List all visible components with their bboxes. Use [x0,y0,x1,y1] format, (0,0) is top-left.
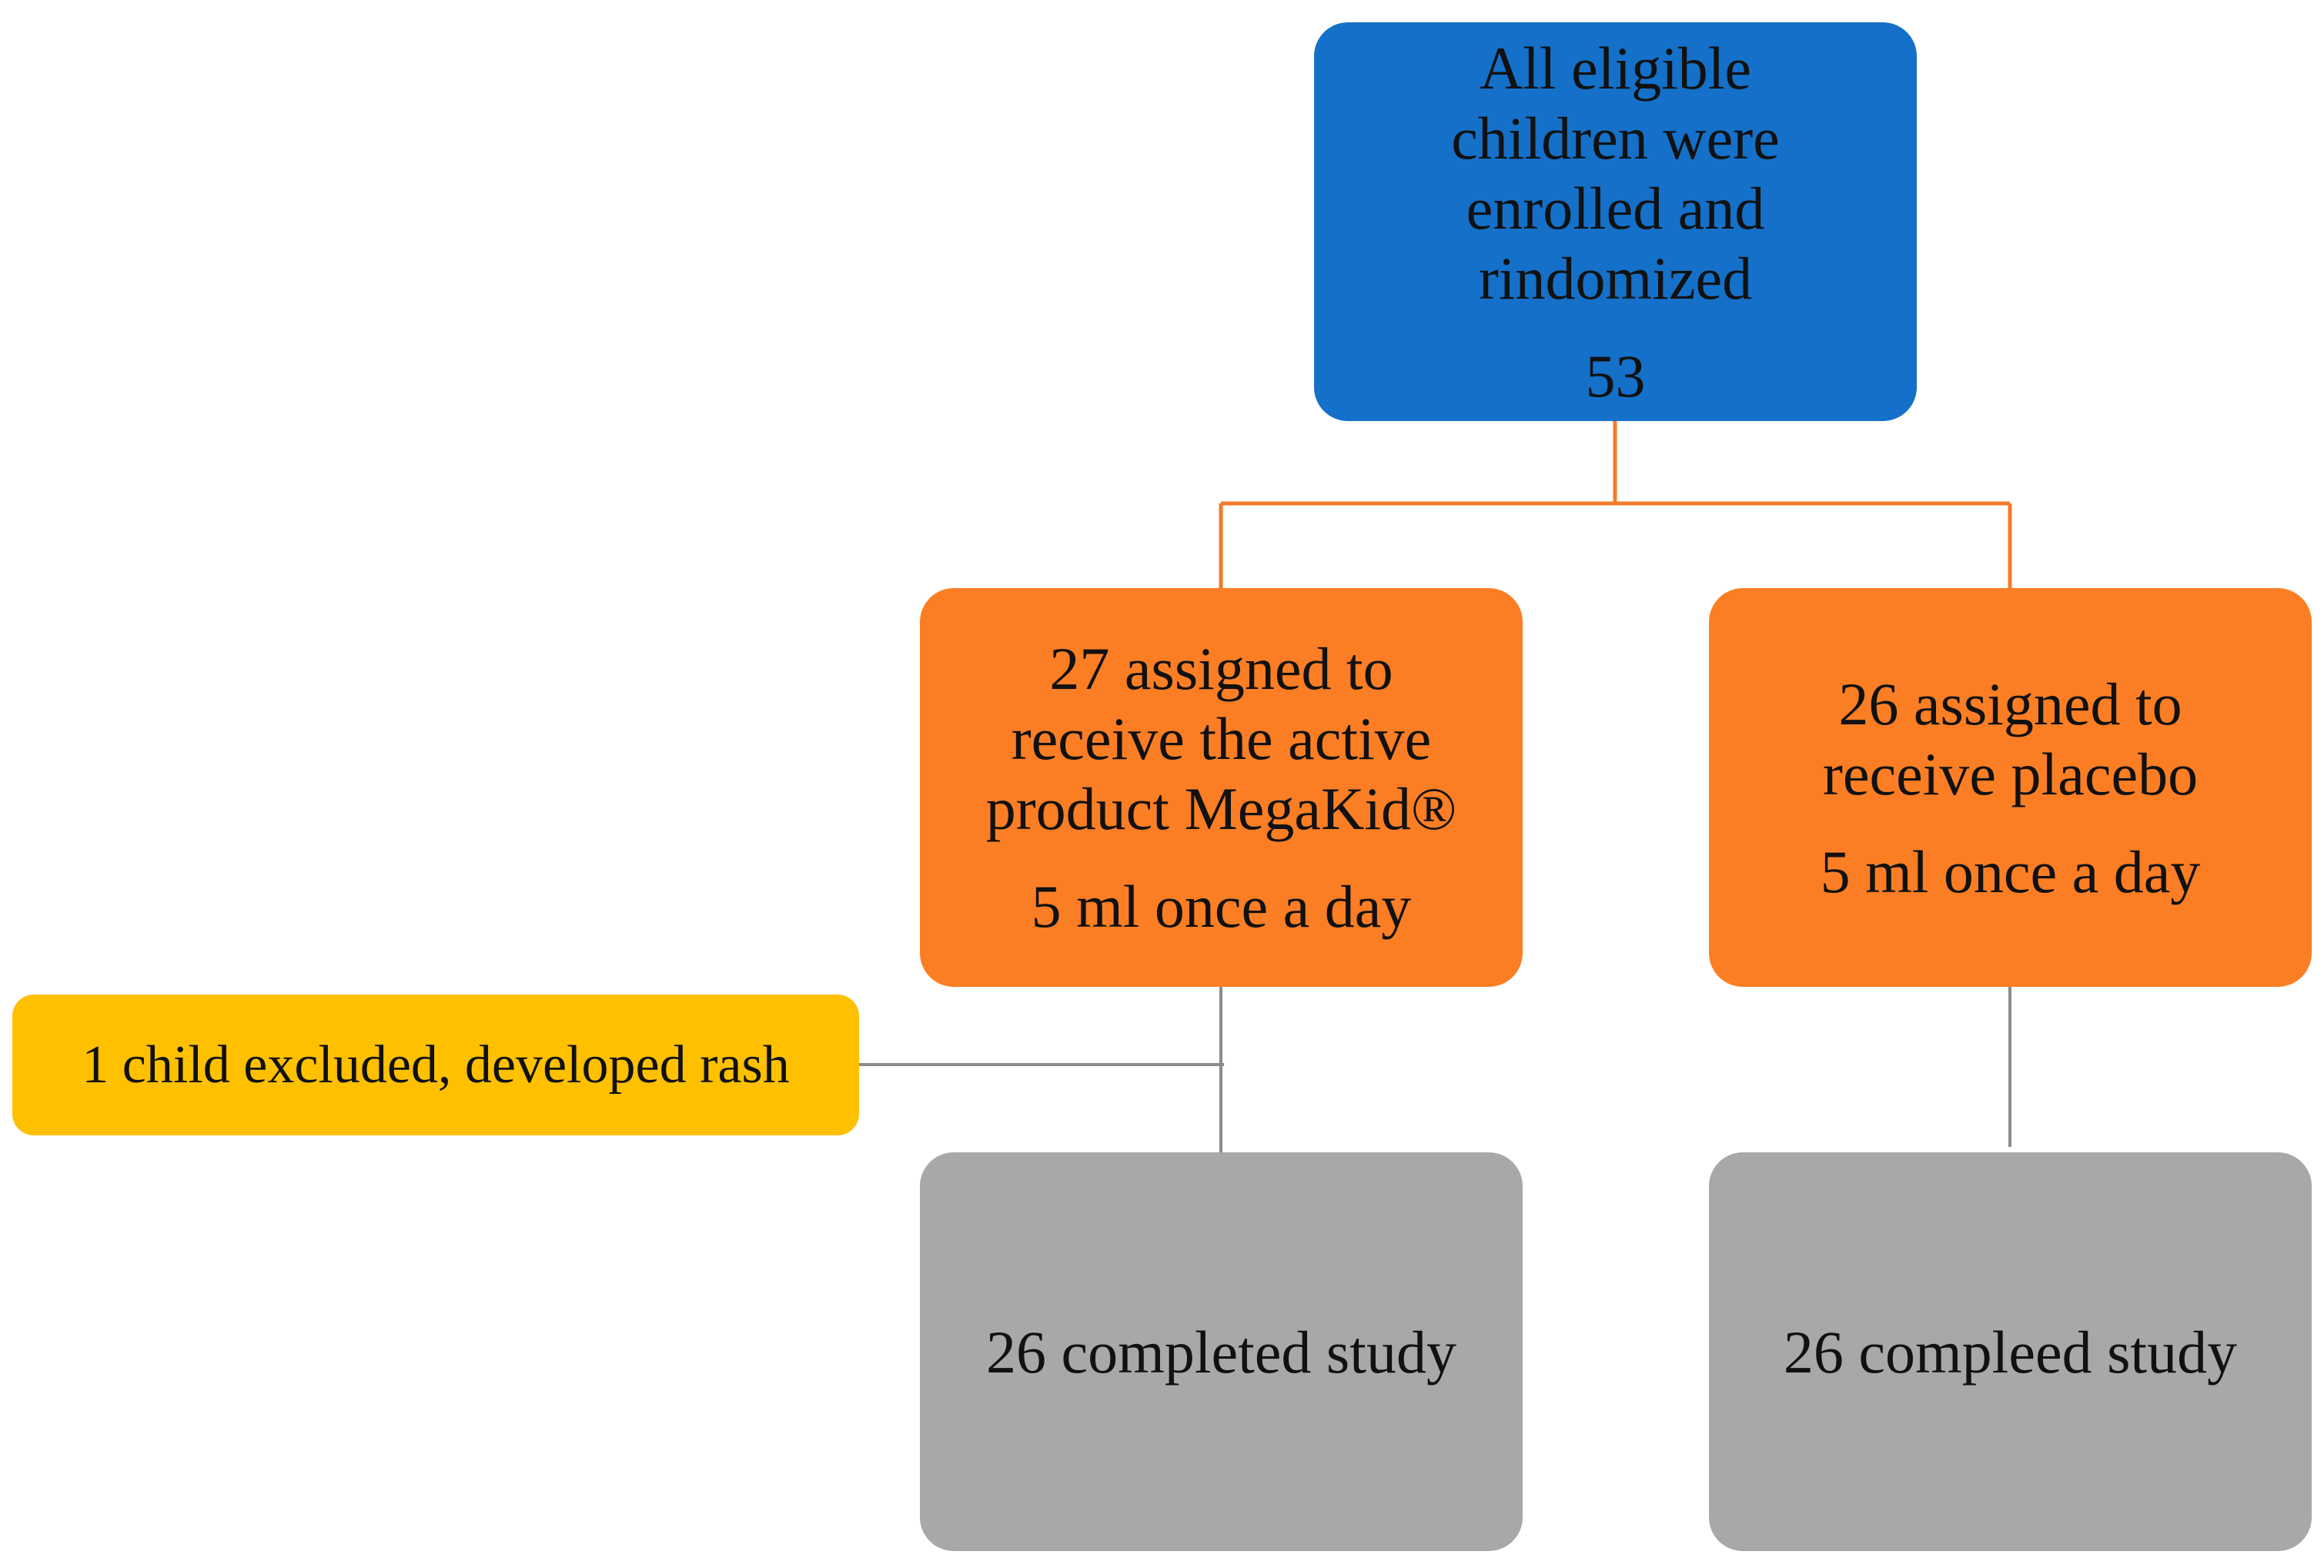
active-text-line: receive the active [1011,705,1432,772]
orange-split-connector [1219,421,2012,588]
active-dose: 5 ml once a day [1031,873,1412,940]
completed-placebo-text: 26 compleed study [1783,1318,2238,1386]
completed-active-box: 26 completed study [920,1152,1523,1551]
enrolled-text-line: rindomized [1478,244,1753,312]
excluded-box: 1 child excluded, developed rash [12,995,859,1135]
completed-active-text: 26 completed study [986,1318,1456,1386]
enrolled-text-line: children were [1451,104,1780,172]
enrolled-count: 53 [1585,342,1646,410]
enrolled-text-line: All eligible [1479,34,1752,102]
placebo-dose: 5 ml once a day [1820,837,2201,905]
excluded-text: 1 child excluded, developed rash [82,1035,790,1095]
completed-placebo-box: 26 compleed study [1709,1152,2312,1551]
active-text-line: 27 assigned to [1049,635,1393,702]
active-text-line: product MegaKid® [985,775,1457,842]
placebo-text-line: receive placebo [1822,740,2199,807]
placebo-group-box: 26 assigned to receive placebo 5 ml once… [1709,588,2312,987]
enrolled-text-line: enrolled and [1466,174,1765,242]
active-group-box: 27 assigned to receive the active produc… [920,588,1523,987]
gray-connectors [859,987,2011,1152]
enrolled-randomized-box: All eligible children were enrolled and … [1314,22,1917,421]
placebo-text-line: 26 assigned to [1838,670,2182,737]
